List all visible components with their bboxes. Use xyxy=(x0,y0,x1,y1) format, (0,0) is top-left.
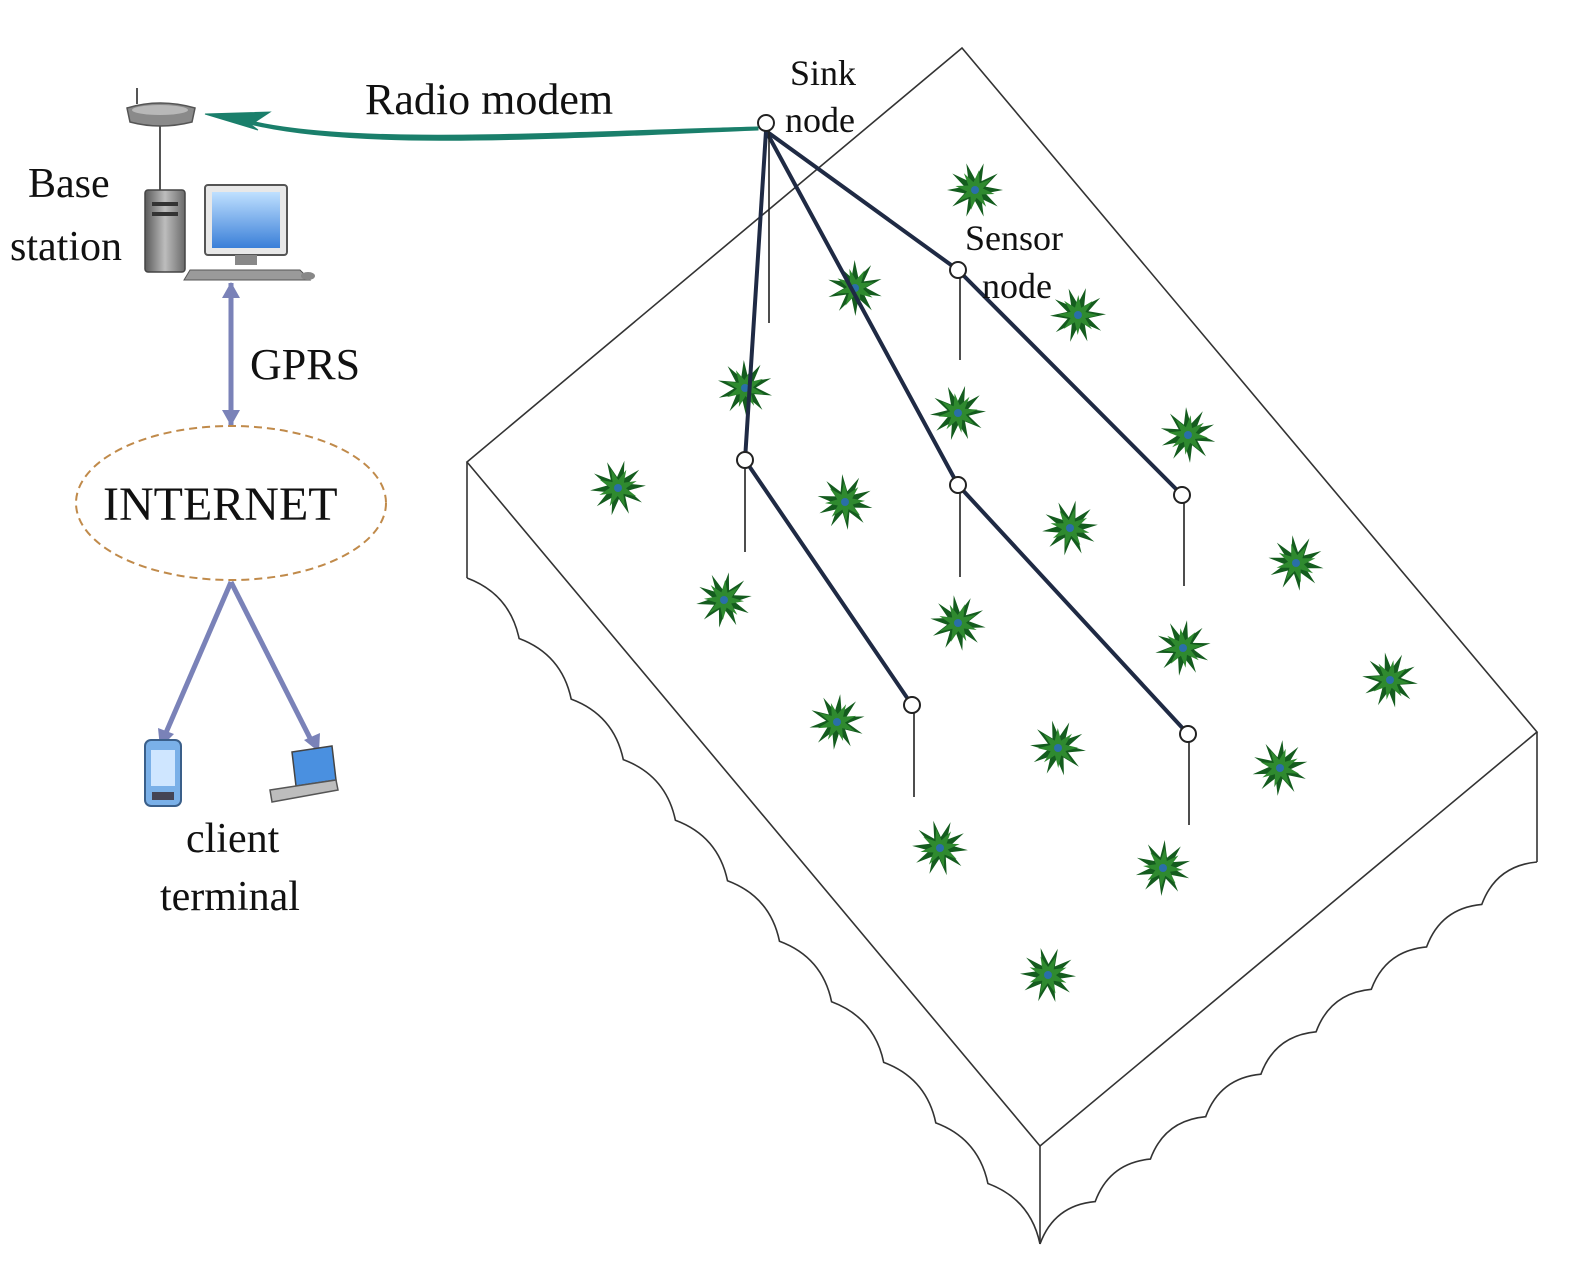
plant-icon xyxy=(947,163,1003,217)
field-left-scallop xyxy=(466,577,1041,1245)
link-sink-to-node-a xyxy=(743,129,768,462)
router-icon xyxy=(126,88,196,190)
sink-node xyxy=(757,114,775,132)
plant-icon xyxy=(1155,620,1211,676)
sensor-node-label: Sensor xyxy=(965,218,1063,258)
plant-icon xyxy=(1135,840,1191,896)
plant-icon xyxy=(828,260,882,316)
internet-label: INTERNET xyxy=(103,478,338,531)
mobile-phone-icon xyxy=(144,739,182,807)
laptop-icon xyxy=(269,745,339,803)
field-right-scallop xyxy=(1039,861,1538,1245)
gprs-arrowhead-up xyxy=(222,282,240,298)
link-node-b-to-node-f xyxy=(956,483,1190,736)
sensor-node-b xyxy=(949,476,967,494)
gprs-arrowhead-down xyxy=(222,410,240,426)
plant-icon xyxy=(718,360,772,416)
link-sink-to-node-c xyxy=(764,129,960,272)
node-stems xyxy=(744,131,1190,825)
gprs-label: GPRS xyxy=(250,340,361,389)
client-links xyxy=(162,580,315,744)
internet-cloud xyxy=(75,425,387,581)
link-node-c-to-node-d xyxy=(956,268,1184,497)
radio-modem-label: Radio modem xyxy=(365,75,614,124)
plant-icon xyxy=(1042,500,1098,556)
plant-icon xyxy=(696,572,752,628)
base-station-label-2: station xyxy=(10,224,122,270)
sensor-node-a xyxy=(736,451,754,469)
plant-icon xyxy=(1020,948,1076,1002)
client-terminal-label: client xyxy=(186,816,280,862)
plant-icon xyxy=(1362,652,1418,708)
plant-icon xyxy=(1268,535,1324,591)
link-sink-to-node-b xyxy=(764,129,960,487)
plant-icon xyxy=(1160,407,1216,463)
sink-node-label-2: node xyxy=(785,100,855,140)
sensor-node-c xyxy=(949,261,967,279)
crop-plants xyxy=(590,163,1418,1002)
plant-icon xyxy=(1252,740,1308,796)
plant-icon xyxy=(817,474,873,530)
sensor-node-e xyxy=(903,696,921,714)
plant-icon xyxy=(930,595,986,651)
radio-modem-link xyxy=(204,111,759,141)
arrowhead-laptop xyxy=(304,733,320,752)
plant-icon xyxy=(912,820,968,876)
plant-icon xyxy=(809,694,865,750)
sensor-node-label-2: node xyxy=(982,266,1052,306)
client-terminal-label-2: terminal xyxy=(160,874,300,920)
plant-icon xyxy=(930,385,986,441)
base-station-label: Base xyxy=(28,161,110,207)
field-top-face xyxy=(465,46,1539,1148)
sensor-node-d xyxy=(1173,486,1191,504)
sensor-node-f xyxy=(1179,725,1197,743)
plant-icon xyxy=(590,460,646,516)
sink-node-label: Sink xyxy=(790,53,857,93)
sensor-nodes xyxy=(736,114,1197,743)
link-node-a-to-node-e xyxy=(743,458,914,707)
plant-icon xyxy=(1050,288,1106,342)
sensor-links xyxy=(743,129,1190,736)
plant-icon xyxy=(1030,720,1086,776)
desktop-computer-icon xyxy=(144,184,315,281)
